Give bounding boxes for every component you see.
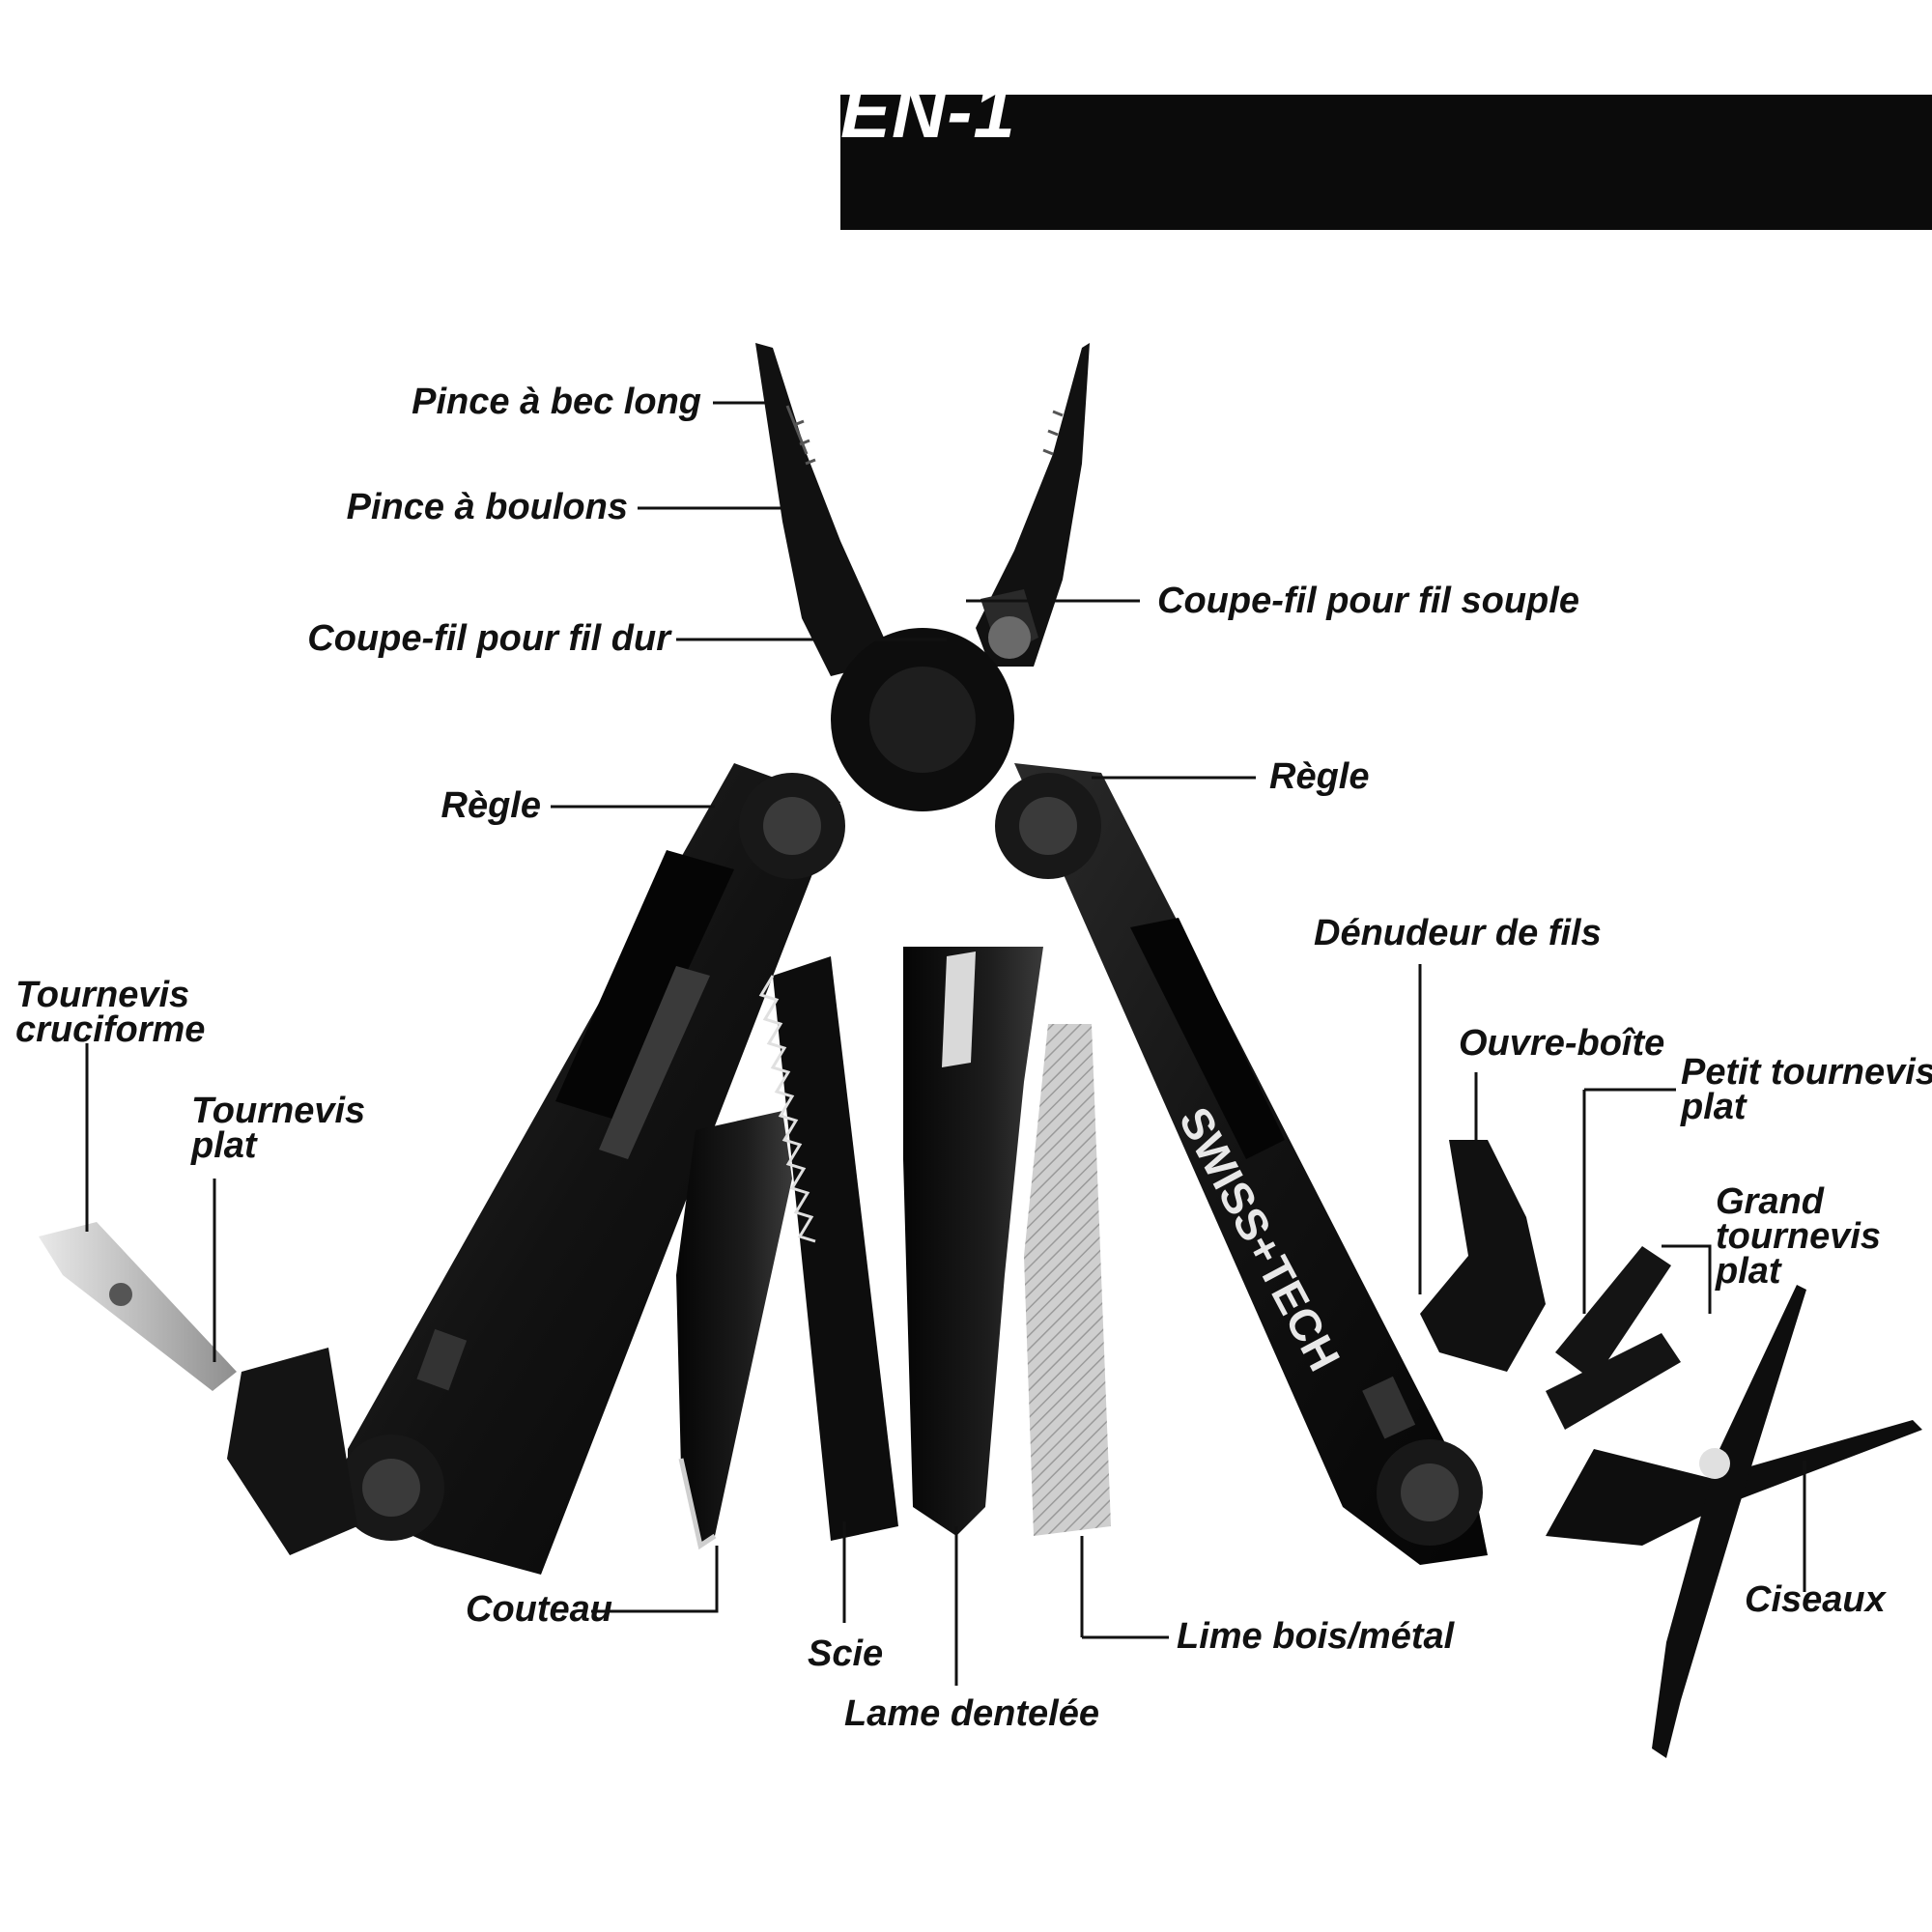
label-regle-right: Règle (1269, 756, 1370, 797)
label-petit-tournevis: Petit tournevis plat (1681, 1052, 1932, 1127)
label-lime: Lime bois/métal (1177, 1616, 1455, 1657)
label-tournevis-cruciforme: Tournevis cruciforme (15, 975, 206, 1050)
label-line: Tournevis (191, 1091, 366, 1131)
label-scie: Scie (808, 1634, 884, 1674)
label-line: Grand (1716, 1181, 1824, 1222)
scissors (1546, 1285, 1922, 1758)
pliers-jaw-left (755, 343, 884, 676)
label-line: plat (1716, 1251, 1781, 1292)
small-screwdriver (1555, 1246, 1671, 1381)
leader-lines (85, 401, 1806, 1686)
screw-icon (109, 1283, 132, 1306)
label-coupe-fil-souple: Coupe-fil pour fil souple (1157, 581, 1579, 621)
label-line: plat (1681, 1087, 1747, 1127)
screw-icon (763, 797, 821, 855)
label-lame-dentelee: Lame dentelée (844, 1693, 1099, 1734)
label-regle-left: Règle (440, 785, 541, 826)
label-line: Petit tournevis (1681, 1052, 1932, 1093)
saw-blade (758, 956, 898, 1541)
bit-holder (39, 1222, 357, 1555)
label-line: tournevis (1716, 1216, 1882, 1257)
serrated-blade (903, 947, 1043, 1536)
can-opener (1420, 1140, 1546, 1372)
handle-left (338, 763, 845, 1575)
label-line: cruciforme (15, 1009, 206, 1050)
page-title: OUTIL MULTIFONCTION 16-EN-1 (840, 0, 1857, 154)
pivot-icon (1699, 1448, 1730, 1479)
label-pince-bec-long: Pince à bec long (412, 382, 701, 422)
label-ciseaux: Ciseaux (1745, 1579, 1886, 1620)
label-coupe-fil-dur: Coupe-fil pour fil dur (307, 618, 670, 659)
title-banner (840, 95, 1932, 230)
screw-icon (1019, 797, 1077, 855)
screw-icon (1401, 1463, 1459, 1521)
label-line: plat (191, 1125, 257, 1166)
file-blade (1024, 1024, 1111, 1536)
label-denudeur: Dénudeur de fils (1314, 913, 1602, 953)
label-line: Tournevis (15, 975, 190, 1015)
knife-blade (676, 1111, 792, 1550)
label-grand-tournevis: Grand tournevis plat (1716, 1181, 1882, 1292)
label-tournevis-plat: Tournevis plat (191, 1091, 366, 1166)
screw-icon (988, 616, 1031, 659)
label-ouvre-boite: Ouvre-boîte (1459, 1023, 1665, 1064)
label-pince-boulons: Pince à boulons (346, 487, 628, 527)
screw-icon (362, 1459, 420, 1517)
large-screwdriver (1546, 1333, 1681, 1430)
pliers-jaw-right (976, 343, 1090, 667)
label-couteau: Couteau (466, 1589, 612, 1630)
